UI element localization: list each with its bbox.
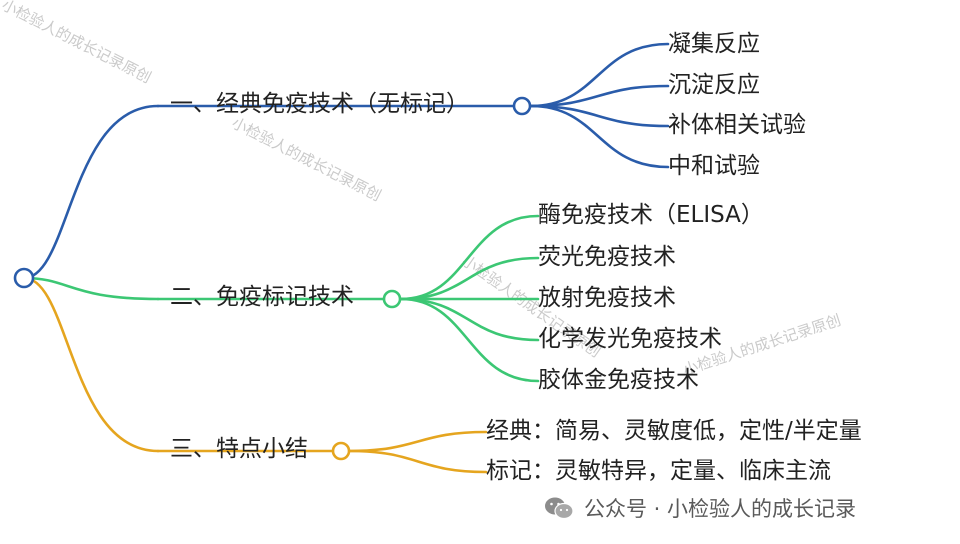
leaf-link-1-4	[529, 104, 670, 169]
leaf-link-1-1	[529, 42, 670, 108]
leaf-summary-classic: 经典：简易、灵敏度低，定性/半定量	[486, 418, 862, 444]
leaf-link-2-4	[399, 297, 540, 342]
leaf-chemiluminescence: 化学发光免疫技术	[538, 326, 722, 352]
leaf-fluorescence: 荧光免疫技术	[538, 244, 676, 270]
branch-1-node	[512, 96, 532, 116]
leaf-agglutination: 凝集反应	[668, 31, 760, 57]
leaf-elisa: 酶免疫技术（ELISA）	[538, 202, 764, 228]
leaf-link-3-2	[348, 449, 488, 474]
root-link-3	[22, 276, 160, 453]
leaf-summary-labeled: 标记：灵敏特异，定量、临床主流	[486, 458, 831, 484]
branch-2-label: 二、免疫标记技术	[170, 284, 354, 310]
leaf-link-2-2	[399, 256, 540, 301]
wechat-icon	[544, 496, 574, 520]
leaf-link-2-1	[399, 214, 540, 301]
account-footer: 公众号 · 小检验人的成长记录	[544, 492, 856, 524]
leaf-neutralization: 中和试验	[668, 153, 760, 179]
root-link-2	[22, 276, 160, 301]
branch-2-node	[382, 289, 402, 309]
footer-text: 公众号 · 小检验人的成长记录	[584, 497, 857, 521]
leaf-precipitation: 沉淀反应	[668, 72, 760, 98]
branch-3-node	[331, 441, 351, 461]
branch-1-label: 一、经典免疫技术（无标记）	[170, 91, 469, 117]
leaf-complement-assay: 补体相关试验	[668, 112, 806, 138]
leaf-radioimmuno: 放射免疫技术	[538, 285, 676, 311]
leaf-link-1-3	[529, 104, 670, 128]
branch-3-label: 三、特点小结	[170, 436, 308, 462]
leaf-link-1-2	[529, 84, 670, 108]
leaf-link-2-5	[399, 297, 540, 383]
root-link-1	[22, 104, 160, 280]
root-node	[13, 267, 35, 289]
leaf-colloidal-gold: 胶体金免疫技术	[538, 367, 699, 393]
leaf-link-3-1	[348, 430, 488, 453]
